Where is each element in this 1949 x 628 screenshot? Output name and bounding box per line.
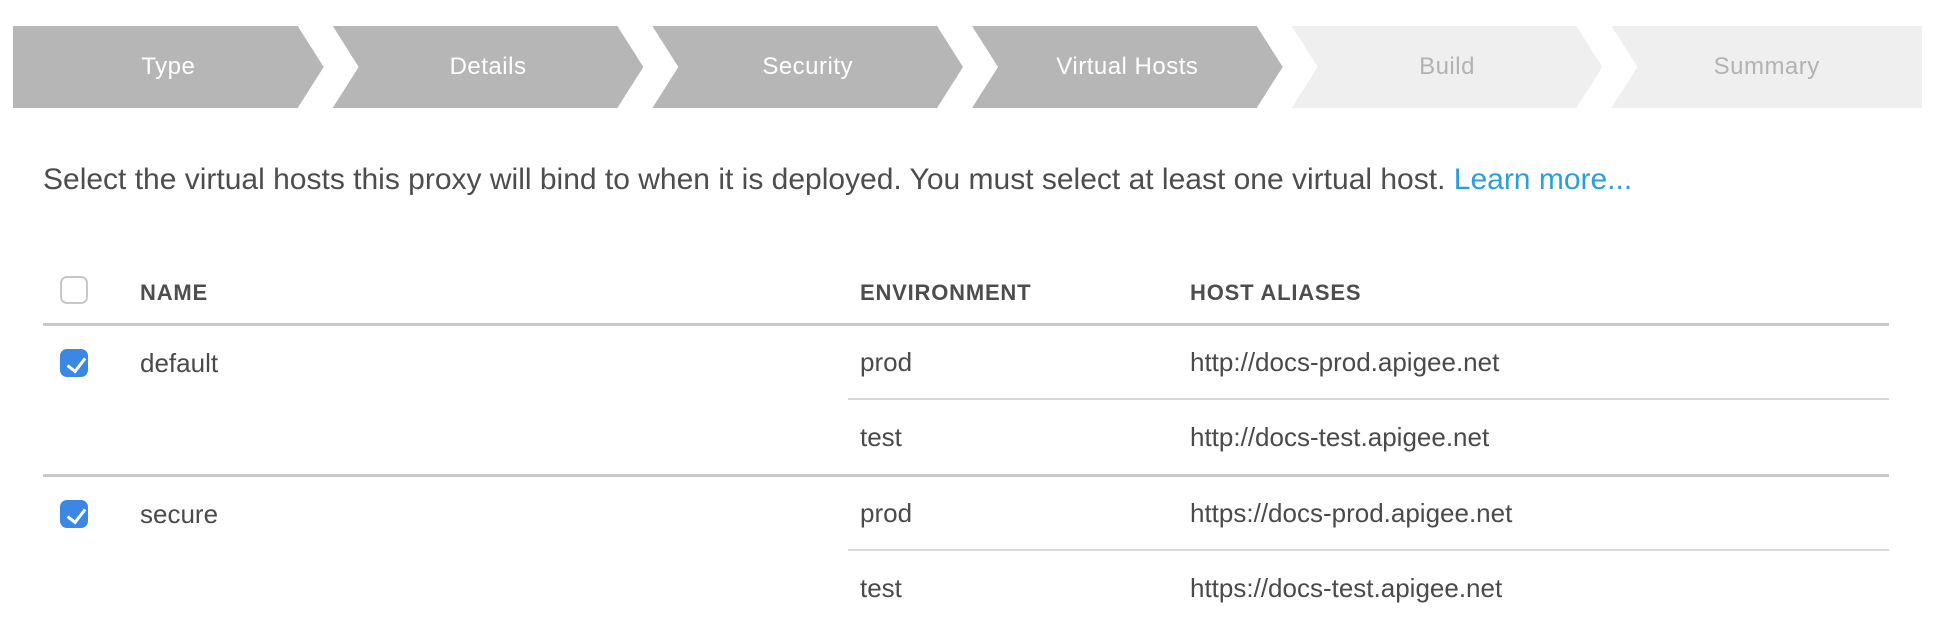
step-virtual-hosts[interactable]: Virtual Hosts — [972, 26, 1283, 108]
step-summary[interactable]: Summary — [1611, 26, 1923, 108]
step-security[interactable]: Security — [652, 26, 963, 108]
learn-more-link[interactable]: Learn more... — [1453, 163, 1633, 196]
step-details[interactable]: Details — [333, 26, 644, 108]
wizard-stepper: Type Details Security Virtual Hosts Buil… — [13, 26, 1923, 108]
column-header-environment: ENVIRONMENT — [860, 279, 1032, 305]
instruction-sentence: Select the virtual hosts this proxy will… — [43, 163, 1446, 196]
binding-row: test https://docs-test.apigee.net — [848, 551, 1889, 625]
column-header-host-aliases: HOST ALIASES — [1190, 279, 1362, 305]
binding-row: prod https://docs-prod.apigee.net — [848, 477, 1889, 551]
select-all-checkbox[interactable] — [60, 276, 88, 304]
step-build-label: Build — [1419, 53, 1475, 80]
row-secure-bindings: prod https://docs-prod.apigee.net test h… — [848, 477, 1889, 625]
row-secure-checkbox-cell — [43, 477, 140, 551]
virtual-hosts-table: NAME ENVIRONMENT HOST ALIASES default pr… — [43, 262, 1889, 625]
row-default-bindings: prod http://docs-prod.apigee.net test ht… — [848, 326, 1889, 474]
environment-value: prod — [860, 346, 913, 377]
environment-value: test — [860, 572, 902, 603]
step-type-label: Type — [141, 53, 196, 80]
row-default-name: default — [140, 347, 219, 378]
row-secure-checkbox[interactable] — [60, 500, 88, 528]
row-secure-name: secure — [140, 498, 219, 529]
table-row-secure: secure prod https://docs-prod.apigee.net… — [43, 477, 1889, 625]
row-default-checkbox-cell — [43, 326, 140, 400]
host-alias-value: https://docs-prod.apigee.net — [1190, 497, 1513, 528]
step-build[interactable]: Build — [1292, 26, 1603, 108]
environment-value: test — [860, 421, 902, 452]
host-alias-value: http://docs-prod.apigee.net — [1190, 346, 1500, 377]
environment-value: prod — [860, 497, 913, 528]
step-type[interactable]: Type — [13, 26, 324, 108]
table-row-default: default prod http://docs-prod.apigee.net… — [43, 326, 1889, 477]
select-all-cell — [43, 276, 140, 309]
table-header-row: NAME ENVIRONMENT HOST ALIASES — [43, 262, 1889, 326]
row-default-checkbox[interactable] — [60, 349, 88, 377]
step-details-label: Details — [449, 53, 527, 80]
binding-row: prod http://docs-prod.apigee.net — [848, 326, 1889, 400]
step-security-label: Security — [762, 53, 854, 80]
host-alias-value: https://docs-test.apigee.net — [1190, 572, 1503, 603]
binding-row: test http://docs-test.apigee.net — [848, 400, 1889, 474]
column-header-name: NAME — [140, 279, 208, 305]
host-alias-value: http://docs-test.apigee.net — [1190, 421, 1490, 452]
instruction-text: Select the virtual hosts this proxy will… — [43, 160, 1889, 200]
step-summary-label: Summary — [1713, 53, 1820, 80]
step-virtual-hosts-label: Virtual Hosts — [1056, 53, 1199, 80]
